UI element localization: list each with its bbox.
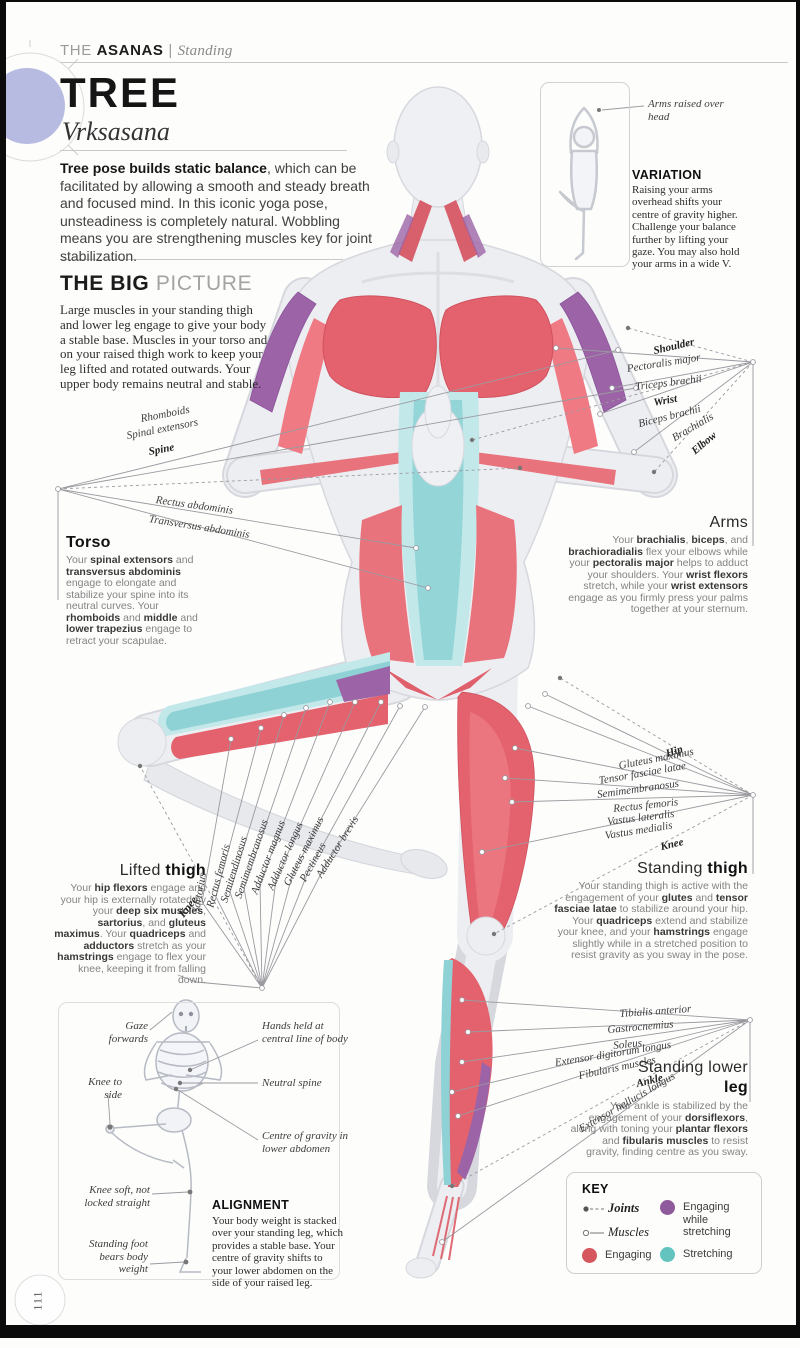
key-muscles-label: Muscles <box>608 1225 649 1239</box>
standing-lower-leg-heading: Standing lower leg <box>637 1059 748 1096</box>
stretching-dot-icon <box>660 1246 675 1262</box>
breadcrumb: THE ASANAS | Standing <box>60 42 233 60</box>
intro-paragraph: Tree pose builds static balance, which c… <box>60 160 373 264</box>
arms-body: Your brachialis, biceps, and brachioradi… <box>568 534 748 615</box>
breadcrumb-subsection: Standing <box>177 43 233 59</box>
section-arms: Arms Your brachialis, biceps, and brachi… <box>553 514 748 616</box>
section-alignment: ALIGNMENT Your body weight is stacked ov… <box>212 1198 344 1289</box>
muscles-icon <box>582 1229 604 1237</box>
key-legend: KEY Joints Muscles Engaging Engaging whi… <box>582 1182 752 1272</box>
key-box <box>566 1172 762 1274</box>
alignment-label-hands: Hands held at central line of body <box>262 1020 348 1045</box>
key-item-stretching: Stretching <box>660 1246 752 1262</box>
key-item-joints: Joints <box>582 1201 660 1216</box>
torso-body: Your spinal extensors and transversus ab… <box>66 554 198 647</box>
key-item-engaging-stretching: Engaging while stretching <box>660 1200 752 1239</box>
big-picture-heading-bold: THE BIG <box>60 272 150 295</box>
page-title: TREE <box>60 69 181 116</box>
alignment-label-standing-foot: Standing foot bears body weight <box>89 1238 148 1276</box>
section-standing-lower-leg: Standing lower leg Your ankle is stabili… <box>570 1058 748 1159</box>
key-item-muscles: Muscles <box>582 1225 660 1240</box>
key-engaging-stretching-label: Engaging while stretching <box>683 1201 731 1238</box>
alignment-label-gaze: Gaze forwards <box>108 1020 148 1045</box>
breadcrumb-section: ASANAS <box>96 42 164 59</box>
variation-figure-label: Arms raised over head <box>648 98 724 123</box>
tree-pose-figure <box>117 86 678 1279</box>
alignment-heading: ALIGNMENT <box>212 1198 289 1212</box>
alignment-label-knee-to-side: Knee to side <box>88 1076 122 1101</box>
standing-lower-leg-body: Your ankle is stabilized by the engageme… <box>570 1100 748 1158</box>
page-number: 111 <box>30 1290 45 1311</box>
alignment-body: Your body weight is stacked over your st… <box>212 1215 344 1290</box>
sanskrit-title: Vrksasana <box>62 117 170 146</box>
big-picture-heading: THE BIG PICTURE <box>60 272 252 296</box>
joints-icon <box>583 1206 604 1212</box>
alignment-label-centre-of-gravity: Centre of gravity in lower abdomen <box>262 1130 349 1155</box>
key-joints-label: Joints <box>608 1201 640 1215</box>
page-edge-top <box>0 0 800 2</box>
big-picture-heading-light: PICTURE <box>155 272 253 295</box>
alignment-label-neutral-spine: Neutral spine <box>262 1077 322 1089</box>
breadcrumb-divider: | <box>168 42 173 59</box>
variation-heading: VARIATION <box>632 168 702 182</box>
alignment-label-knee-soft: Knee soft, not locked straight <box>84 1184 150 1209</box>
page-edge-left <box>0 0 6 1338</box>
leader-lines <box>55 105 756 1265</box>
page-edge-right <box>796 0 800 1338</box>
variation-box <box>540 82 630 267</box>
standing-thigh-heading: Standing thigh <box>637 860 748 877</box>
torso-heading: Torso <box>66 534 111 551</box>
section-torso: Torso Your spinal extensors and transver… <box>66 534 208 647</box>
key-engaging-label: Engaging <box>605 1249 652 1261</box>
engaging-stretching-dot-icon <box>660 1200 675 1215</box>
alignment-box <box>58 1002 340 1280</box>
variation-body: Raising your arms overhead shifts your c… <box>632 184 740 271</box>
section-standing-thigh: Standing thigh Your standing thigh is ac… <box>553 860 748 962</box>
key-item-engaging: Engaging <box>582 1248 660 1263</box>
page-edge-bottom <box>0 1325 800 1338</box>
key-heading: KEY <box>582 1182 609 1196</box>
engaging-dot-icon <box>582 1248 597 1263</box>
section-lifted-thigh: Lifted thigh Your hip flexors engage and… <box>48 862 206 987</box>
lifted-thigh-heading: Lifted thigh <box>119 862 206 879</box>
variation-figure <box>558 106 599 261</box>
key-stretching-label: Stretching <box>683 1247 733 1260</box>
big-picture-body: Large muscles in your standing thigh and… <box>60 302 268 391</box>
standing-thigh-body: Your standing thigh is active with the e… <box>554 880 748 961</box>
lifted-thigh-body: Your hip flexors engage and your hip is … <box>54 882 206 986</box>
arms-heading: Arms <box>709 514 748 531</box>
breadcrumb-the: THE <box>60 42 92 59</box>
